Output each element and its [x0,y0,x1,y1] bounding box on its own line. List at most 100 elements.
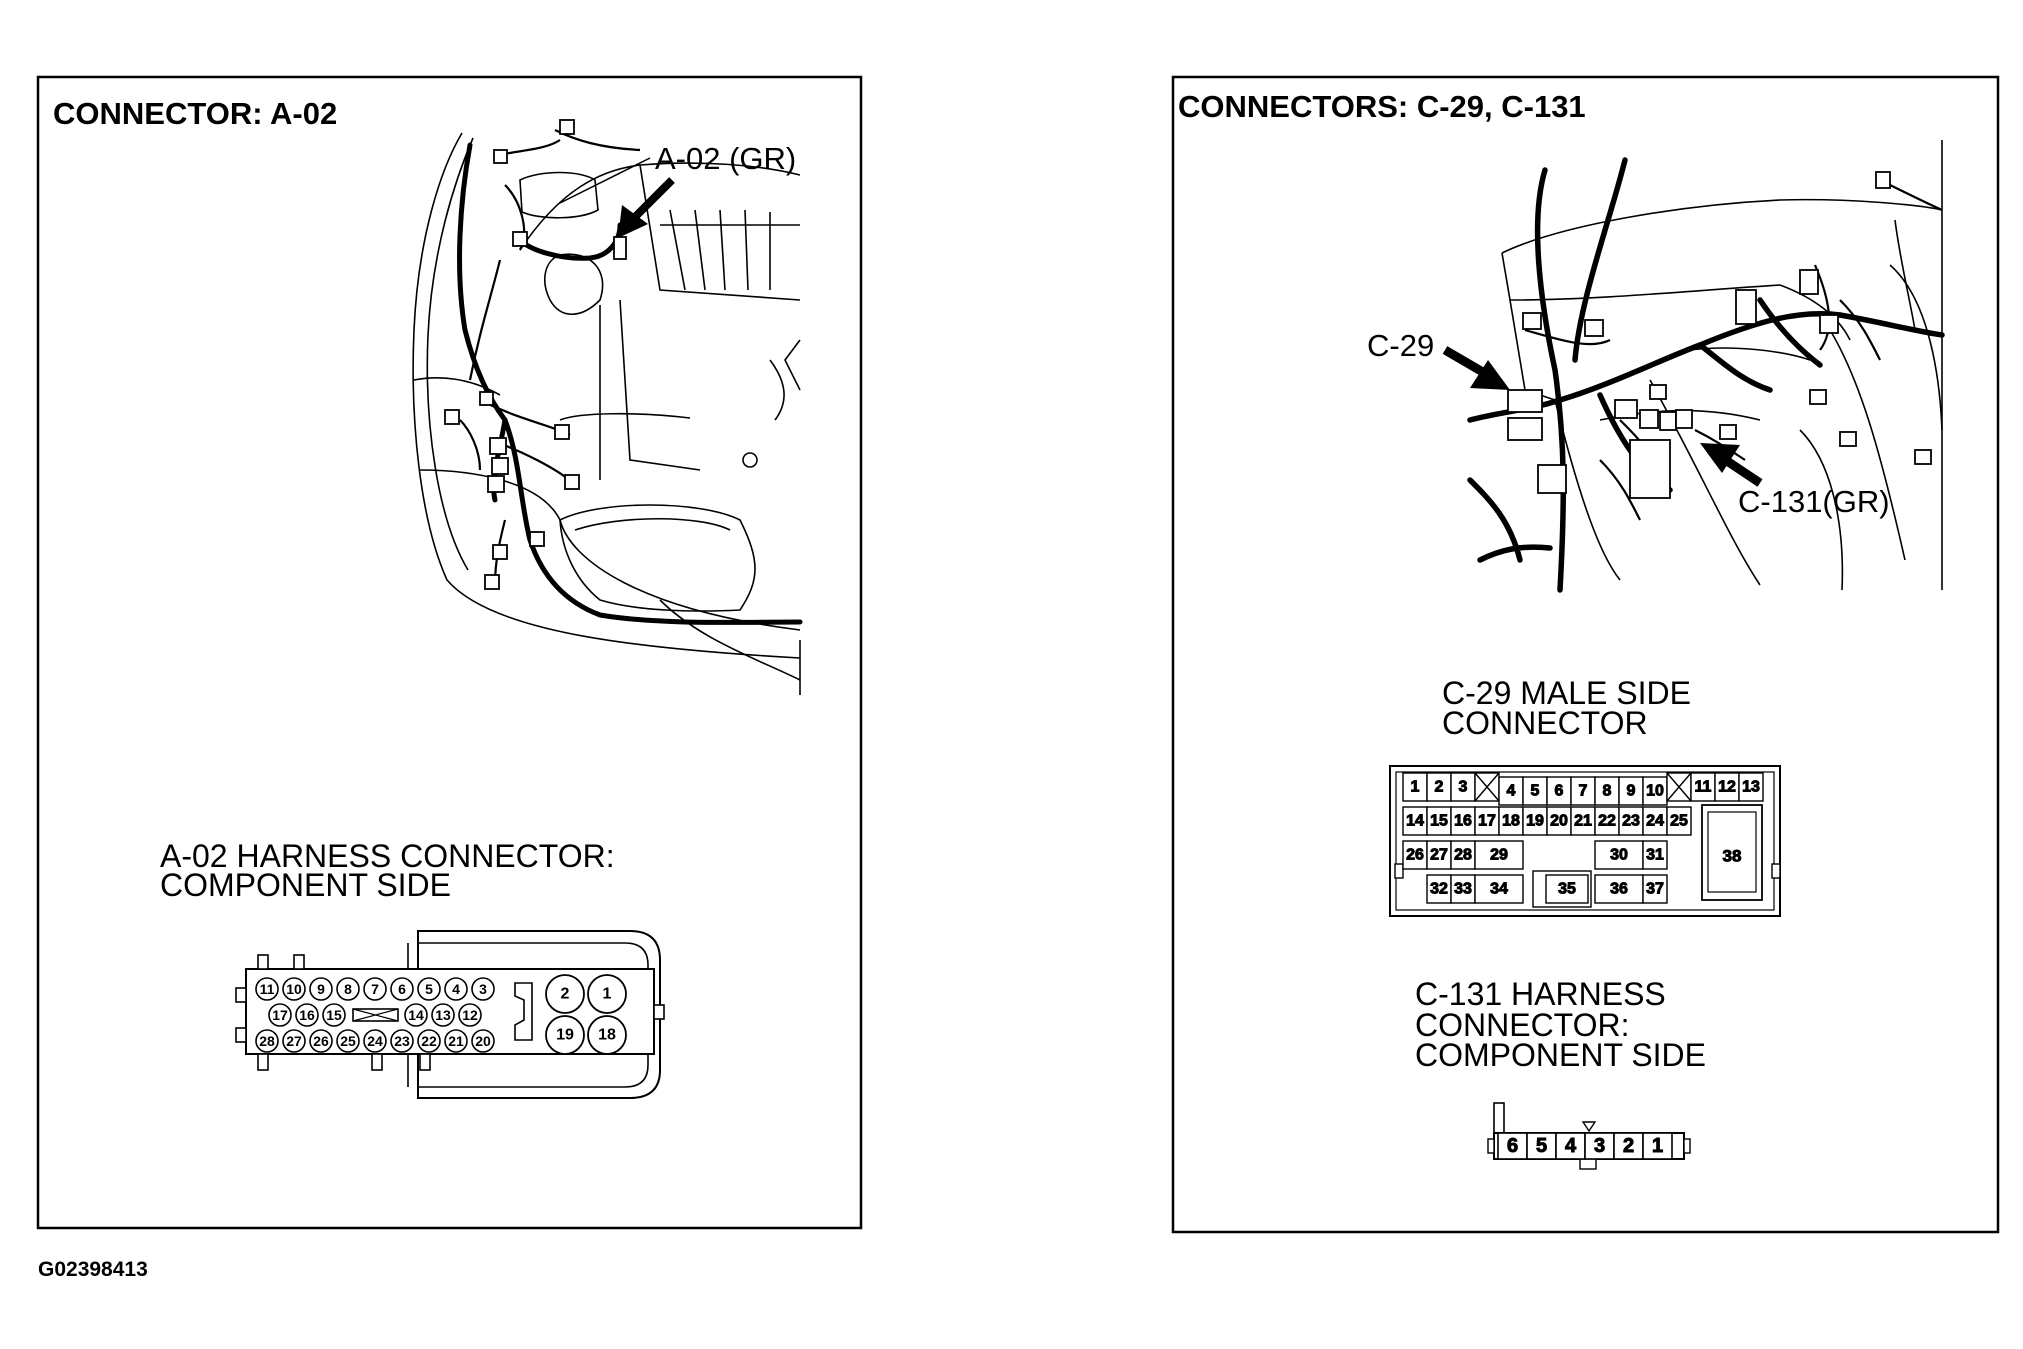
c29-pin-label: 4 [1507,783,1516,800]
a02-pin-label: 24 [367,1033,383,1049]
a02-pin-circle [322,1003,346,1027]
c29-pin-label: 13 [1742,779,1760,796]
c131-pin-label: 2 [1623,1135,1634,1157]
a02-big-pin-label: 19 [556,1027,574,1044]
a02-pin-circle [255,1029,279,1053]
c29-pin-label: 7 [1579,783,1588,800]
a02-big-pin-label: 1 [603,986,612,1003]
a02-pin-label: 11 [260,981,275,997]
c131-title-line3: COMPONENT SIDE [1415,1037,1706,1073]
c29-pin-cell [1474,874,1524,904]
a02-big-pin-circle [587,974,627,1014]
a02-subtitle-line1: A-02 HARNESS CONNECTOR: [160,838,615,874]
a02-pin-circle [282,1029,306,1053]
c29-pin-label: 30 [1610,847,1628,864]
c29-pin-cell [1545,874,1589,904]
a02-pin-circle [295,1003,319,1027]
c29-pin-label: 34 [1490,881,1508,898]
a02-pin-circle [268,1003,292,1027]
c29-pin-label: 26 [1406,847,1424,864]
c29-pin-label: 12 [1718,779,1736,796]
c131-pin-label: 4 [1565,1135,1577,1157]
a02-pin-label: 4 [452,981,460,997]
c29-callout-arrow [1442,346,1510,390]
engine-bay-illustration [412,132,801,695]
c29-pin-label: 21 [1574,813,1592,830]
c131-pin-cell [1555,1132,1586,1160]
a02-pin-label: 26 [313,1033,329,1049]
c29-pin-label: 36 [1610,881,1628,898]
c29-pin-cell [1498,806,1524,836]
c29-pin-cell [1642,874,1668,904]
a02-pin-label: 13 [435,1007,451,1023]
harness-connectors-a02 [444,119,627,590]
a02-pin-label: 3 [479,981,487,997]
c131-pin-cell [1526,1132,1557,1160]
harness-branches-a02 [459,129,641,586]
c29-pin-cell [1666,806,1692,836]
a02-pin-label: 22 [421,1033,437,1049]
a02-pin-label: 25 [340,1033,356,1049]
figure-id: G02398413 [38,1258,148,1281]
a02-pin-circle [431,1003,455,1027]
c29-pin-cell [1474,840,1524,870]
c29-pin-cell [1594,776,1620,806]
c29-pin-cell [1570,776,1596,806]
c29-pin-label: 11 [1695,779,1712,796]
c29-pin-label: 35 [1558,881,1576,898]
c131-pin-label: 3 [1594,1135,1605,1157]
a02-pin-circle [471,977,495,1001]
c29-pin-cell [1594,806,1620,836]
c29-pin-cell [1714,772,1740,802]
harness-connectors-dash [1507,171,1932,499]
c29-pin-cell [1738,772,1764,802]
a02-pin-circle [363,977,387,1001]
right-panel-title: CONNECTORS: C-29, C-131 [1178,89,1586,124]
a02-pin-label: 27 [286,1033,302,1049]
a02-pin-circle [417,977,441,1001]
a02-pin-label: 17 [272,1007,288,1023]
a02-pin-circle [404,1003,428,1027]
c29-pin-label: 33 [1454,881,1472,898]
a02-pin-label: 21 [448,1033,464,1049]
left-panel-frame [36,75,863,1230]
c29-pin-cell [1570,806,1596,836]
a02-pin-label: 12 [462,1007,478,1023]
a02-pin-circle [471,1029,495,1053]
a02-big-pin-circle [545,974,585,1014]
c29-pin-label: 16 [1454,813,1472,830]
c29-title-line1: C-29 MALE SIDE [1442,675,1691,711]
c29-pin-label: 1 [1411,779,1420,796]
a02-pin-circle [444,1029,468,1053]
left-panel-title: CONNECTOR: A-02 [53,96,337,131]
c29-pin-cell [1426,772,1452,802]
a02-subtitle-line2: COMPONENT SIDE [160,867,451,903]
c29-pin-cell [1450,806,1476,836]
c29-pin-label: 19 [1526,813,1544,830]
c131-pin-label: 6 [1507,1135,1518,1157]
c29-pin-cell [1498,776,1524,806]
a02-pin-label: 7 [371,981,379,997]
c29-pin-label: 25 [1670,813,1688,830]
c131-callout-arrow [1700,443,1763,487]
a02-pin-circle [417,1029,441,1053]
c29-pin-label: 10 [1646,783,1664,800]
c29-blank-cross [1474,772,1500,802]
c29-pin-cell [1642,840,1668,870]
c29-blank-cross [1666,772,1692,802]
c29-pin-label: 15 [1430,813,1448,830]
c29-pin-label: 14 [1406,813,1424,830]
c29-pin-label: 18 [1502,813,1520,830]
a02-pin-label: 16 [299,1007,315,1023]
c29-pin-label: 8 [1603,783,1612,800]
a02-pin-label: 15 [326,1007,342,1023]
c29-pin-cell [1450,874,1476,904]
c29-pin-label: 28 [1454,847,1472,864]
c29-pin-label: 17 [1478,813,1496,830]
c29-title-line2: CONNECTOR [1442,705,1648,741]
